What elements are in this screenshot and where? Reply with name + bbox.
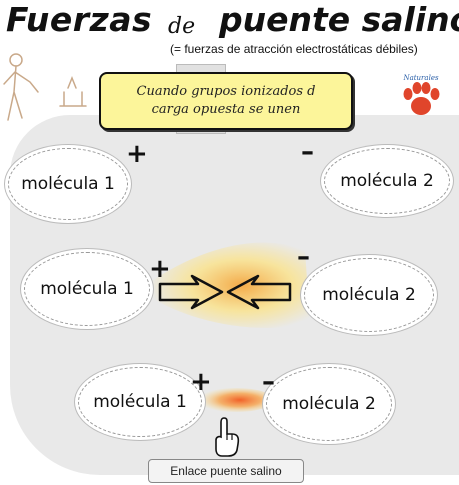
logo-text: Naturales — [403, 74, 439, 82]
row3-molecule-2: molécula 2 — [266, 367, 392, 441]
row1-plus-sign: + — [126, 139, 148, 169]
row3-plus-sign: + — [190, 367, 212, 397]
row3-molecule-1: molécula 1 — [78, 367, 202, 437]
row1-minus-sign: – — [301, 137, 314, 167]
row2-minus-sign: – — [297, 242, 310, 272]
subtitle: (= fuerzas de atracción electrostáticas … — [170, 42, 418, 56]
row2-plus-sign: + — [149, 254, 171, 284]
row1-molecule-2: molécula 2 — [324, 148, 450, 214]
row2-molecule-1: molécula 1 — [24, 252, 150, 326]
row2-molecule-2: molécula 2 — [304, 258, 434, 332]
bond-label: Enlace puente salino — [148, 459, 304, 483]
title-de: de — [168, 14, 196, 39]
title-puente-salino: puente salino — [219, 0, 459, 39]
person-dog-sketch-icon — [3, 53, 87, 121]
definition-text: Cuando grupos ionizados d carga opuesta … — [136, 84, 316, 117]
arrow-left-icon — [226, 274, 292, 310]
row2-attraction-glow — [140, 242, 310, 329]
row3-bond-glow — [198, 388, 274, 412]
definition-note: Cuando grupos ionizados d carga opuesta … — [99, 72, 353, 130]
paw-icon — [403, 82, 440, 115]
arrow-right-icon — [158, 274, 224, 310]
pointing-hand-icon — [215, 417, 240, 457]
title-fuerzas: Fuerzas — [6, 0, 153, 39]
row3-minus-sign: – — [262, 367, 275, 397]
row1-molecule-1: molécula 1 — [8, 148, 128, 220]
